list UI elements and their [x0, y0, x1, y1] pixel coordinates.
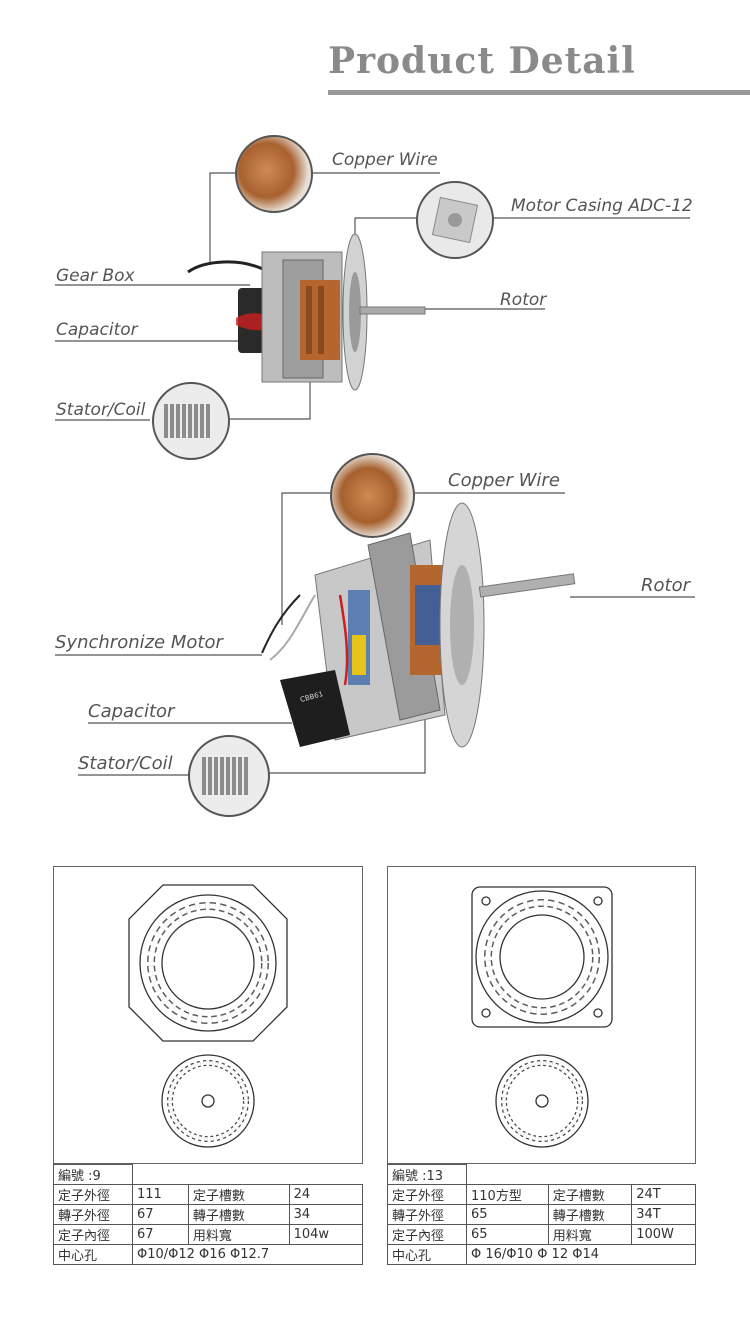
label-capacitor-2: Capacitor — [88, 701, 175, 722]
table-cell: 轉子槽數 — [187, 1204, 290, 1225]
stator-laminations-icon — [164, 404, 210, 438]
motor2-leader-lines — [55, 492, 695, 776]
table-cell: 100W — [631, 1224, 696, 1245]
table-cell: 用料寬 — [187, 1224, 290, 1245]
table-cell: Φ 16/Φ10 Φ 12 Φ14 — [466, 1244, 696, 1265]
stator-rotor-drawing-1 — [128, 884, 288, 1148]
lamination-drawing-panel-2 — [387, 866, 696, 1164]
table-cell: 定子槽數 — [547, 1184, 633, 1205]
table-cell: 轉子槽數 — [547, 1204, 633, 1225]
motor2-diagram: CBB61 Copper Wire Rotor Synchronize Moto… — [0, 445, 750, 825]
table-row: 中心孔 Φ 16/Φ10 Φ 12 Φ14 — [387, 1244, 696, 1265]
motor1-diagram: Copper Wire Motor Casing ADC-12 Gear Box… — [0, 120, 750, 460]
motor1-leader-lines — [55, 172, 690, 421]
table-row: 定子內徑 67 用料寬 104w — [53, 1224, 364, 1245]
table-row: 轉子外徑 65 轉子槽數 34T — [387, 1204, 696, 1225]
table-cell: 中心孔 — [387, 1244, 467, 1265]
table-row: 定子外徑 111 定子槽數 24 — [53, 1184, 364, 1205]
label-synchronize-motor: Synchronize Motor — [55, 632, 223, 653]
table-cell: 中心孔 — [53, 1244, 133, 1265]
table-cell: 34 — [288, 1204, 364, 1225]
table-row: 定子內徑 65 用料寬 100W — [387, 1224, 696, 1245]
table-cell: 定子外徑 — [53, 1184, 133, 1205]
table-cell: Φ10/Φ12 Φ16 Φ12.7 — [132, 1244, 363, 1265]
label-copper-wire-2: Copper Wire — [448, 470, 560, 491]
table-cell: 定子內徑 — [53, 1224, 133, 1245]
table-cell: 67 — [132, 1204, 189, 1225]
label-gear-box: Gear Box — [56, 266, 135, 286]
copper-wire-detail-photo — [235, 135, 313, 213]
table-cell: 定子內徑 — [387, 1224, 467, 1245]
label-stator-coil: Stator/Coil — [56, 400, 146, 420]
motor2-illustration — [261, 502, 576, 748]
table-cell: 65 — [466, 1204, 549, 1225]
stator-laminations-icon-2 — [202, 757, 248, 795]
stator-coil-detail-photo — [152, 382, 230, 460]
table-cell: 定子槽數 — [187, 1184, 290, 1205]
table-cell: 67 — [132, 1224, 189, 1245]
motor1-illustration — [187, 233, 426, 391]
table-cell: 111 — [132, 1184, 189, 1205]
label-motor-casing: Motor Casing ADC-12 — [511, 196, 693, 216]
stator-coil-detail-photo-2 — [188, 735, 270, 817]
spec-table-1: 編號 :9 定子外徑 111 定子槽數 24 轉子外徑 67 轉子槽數 34 定… — [53, 1164, 364, 1265]
table-cell: 34T — [631, 1204, 696, 1225]
table-cell: 24 — [288, 1184, 364, 1205]
page-title: Product Detail — [328, 40, 636, 82]
table-cell: 定子外徑 — [387, 1184, 467, 1205]
spec2-id: 編號 :13 — [387, 1164, 467, 1185]
lamination-drawing-panel-1 — [53, 866, 363, 1164]
label-rotor: Rotor — [500, 290, 547, 310]
title-underline — [328, 90, 750, 95]
table-cell: 轉子外徑 — [53, 1204, 133, 1225]
table-cell: 104w — [288, 1224, 364, 1245]
stator-rotor-drawing-2 — [471, 886, 613, 1148]
table-row: 定子外徑 110方型 定子槽數 24T — [387, 1184, 696, 1205]
table-cell: 用料寬 — [547, 1224, 633, 1245]
spec-table-2: 編號 :13 定子外徑 110方型 定子槽數 24T 轉子外徑 65 轉子槽數 … — [387, 1164, 696, 1265]
table-cell: 轉子外徑 — [387, 1204, 467, 1225]
label-copper-wire: Copper Wire — [332, 150, 438, 170]
label-capacitor: Capacitor — [56, 320, 138, 340]
table-cell: 110方型 — [466, 1184, 549, 1205]
table-cell: 65 — [466, 1224, 549, 1245]
table-row: 中心孔 Φ10/Φ12 Φ16 Φ12.7 — [53, 1244, 363, 1265]
label-rotor-2: Rotor — [641, 575, 690, 596]
label-stator-coil-2: Stator/Coil — [78, 753, 173, 774]
spec1-id: 編號 :9 — [53, 1164, 133, 1185]
copper-wire-detail-photo-2 — [330, 453, 415, 538]
casing-plate-icon — [431, 196, 479, 244]
table-row: 轉子外徑 67 轉子槽數 34 — [53, 1204, 364, 1225]
table-cell: 24T — [631, 1184, 696, 1205]
motor-casing-detail-photo — [416, 181, 494, 259]
